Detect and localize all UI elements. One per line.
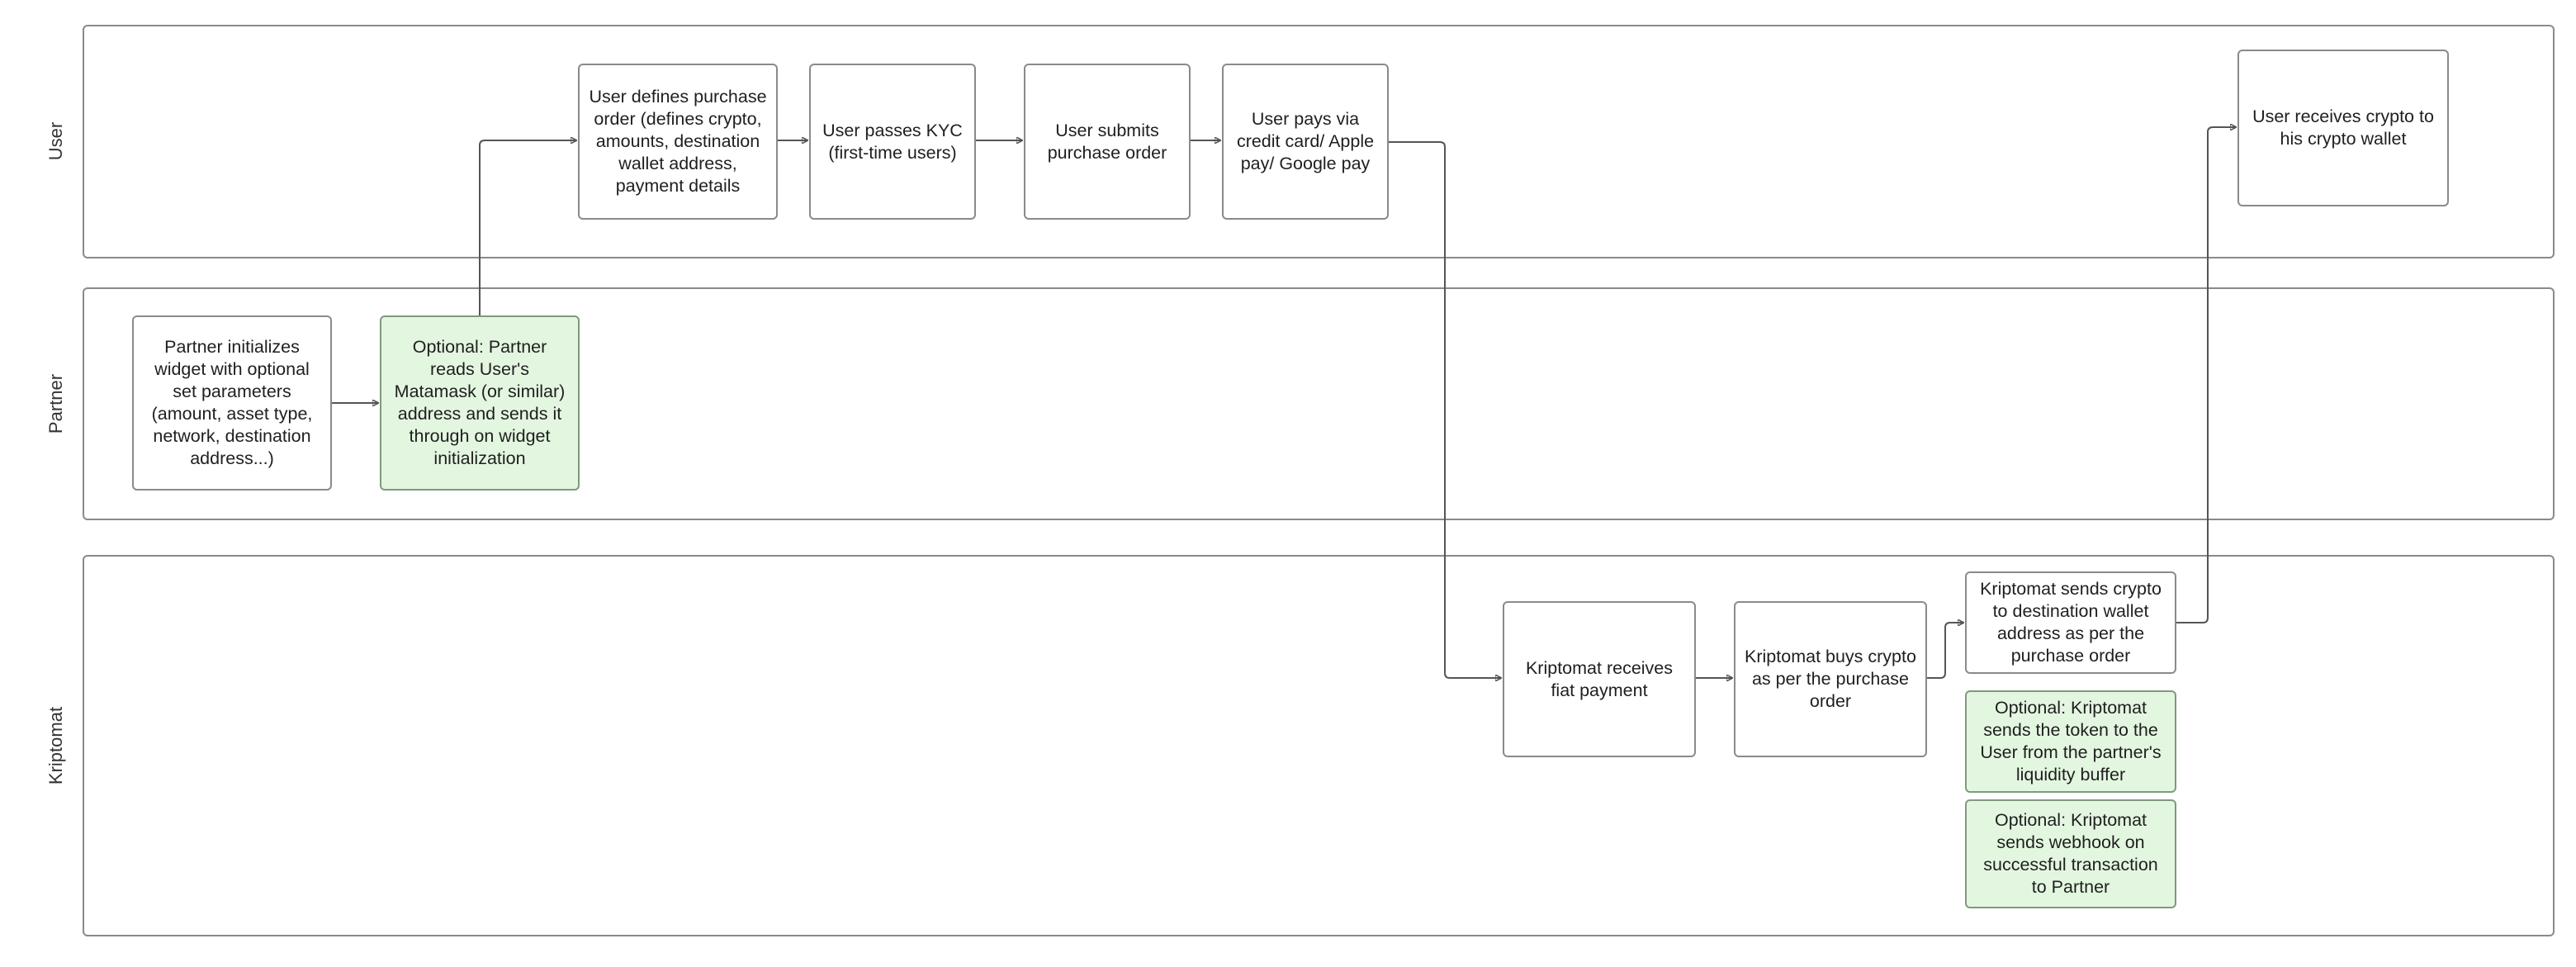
node-kriptomat-receives-fiat[interactable]: Kriptomat receives fiat payment	[1503, 601, 1696, 757]
node-partner-initializes-widget[interactable]: Partner initializes widget with optional…	[132, 315, 332, 491]
node-user-passes-kyc[interactable]: User passes KYC (first-time users)	[809, 64, 976, 220]
node-optional-partner-reads-address[interactable]: Optional: Partner reads User's Matamask …	[380, 315, 580, 491]
node-optional-webhook[interactable]: Optional: Kriptomat sends webhook on suc…	[1965, 799, 2176, 908]
lane-kriptomat	[83, 555, 2555, 936]
node-user-submits-order[interactable]: User submits purchase order	[1024, 64, 1191, 220]
node-optional-liquidity-buffer[interactable]: Optional: Kriptomat sends the token to t…	[1965, 690, 2176, 793]
node-user-receives-crypto[interactable]: User receives crypto to his crypto walle…	[2237, 50, 2449, 206]
node-user-defines-order[interactable]: User defines purchase order (defines cry…	[578, 64, 778, 220]
node-kriptomat-buys-crypto[interactable]: Kriptomat buys crypto as per the purchas…	[1734, 601, 1927, 757]
node-kriptomat-sends-crypto[interactable]: Kriptomat sends crypto to destination wa…	[1965, 571, 2176, 674]
node-user-pays[interactable]: User pays via credit card/ Apple pay/ Go…	[1222, 64, 1389, 220]
